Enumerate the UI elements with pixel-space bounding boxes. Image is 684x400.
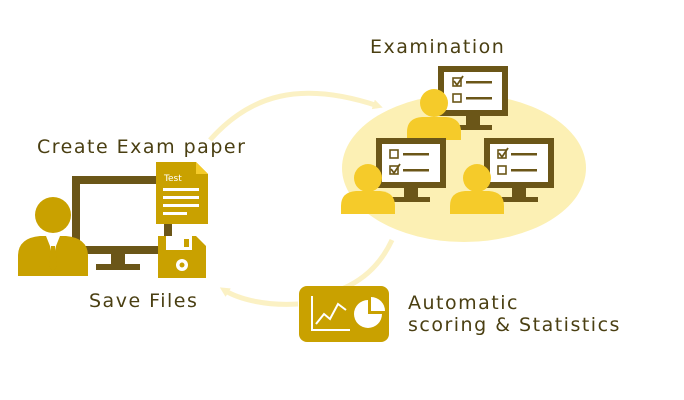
statistics-chart-icon [299, 286, 389, 342]
save-files-label: Save Files [89, 290, 199, 312]
automatic-scoring-line2: scoring & Statistics [408, 314, 621, 336]
test-paper-icon: Test [156, 162, 208, 224]
examination-area [342, 94, 586, 242]
automatic-scoring-line1: Automatic [408, 292, 519, 314]
student-station-right [450, 138, 554, 214]
examination-label: Examination [370, 36, 506, 58]
arrow-create-to-exam [208, 90, 383, 142]
students-at-monitors-icon [341, 66, 554, 214]
automatic-scoring-label: Automatic scoring & Statistics [408, 292, 621, 336]
student-station-left [341, 138, 446, 214]
student-station-top [407, 66, 508, 140]
create-exam-paper-label: Create Exam paper [37, 136, 247, 158]
teacher-at-computer-icon [18, 176, 172, 276]
arrow-scoring-to-save [219, 287, 299, 307]
test-sheet-text: Test [163, 174, 182, 184]
floppy-disk-icon [158, 236, 206, 278]
empty-checkbox-icon [452, 93, 462, 103]
